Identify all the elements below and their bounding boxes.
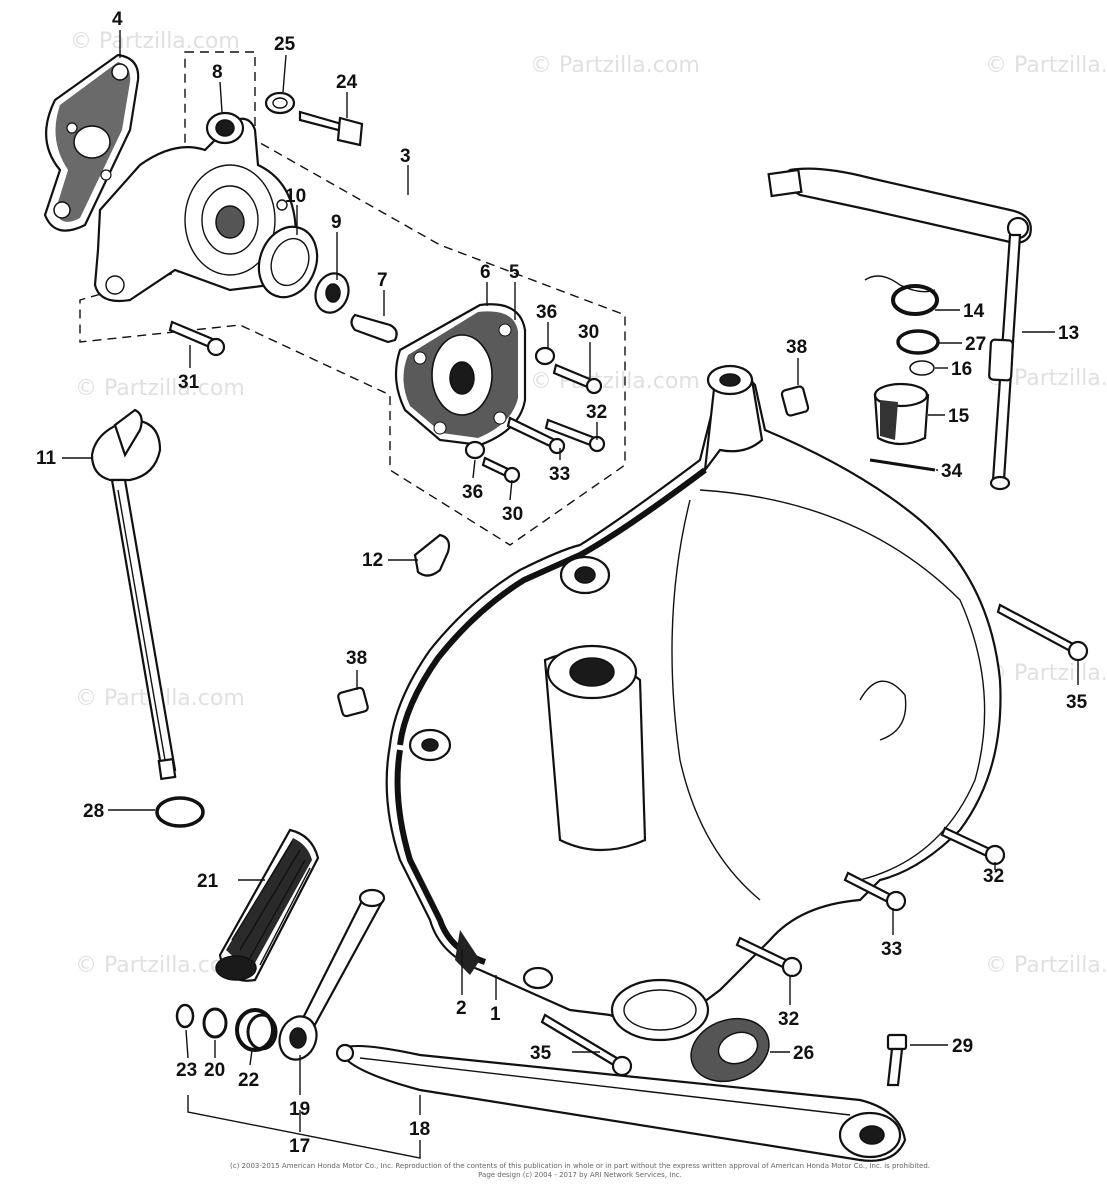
callout-14: 14 xyxy=(963,301,985,322)
shift-shaft-part-13 xyxy=(767,167,1032,491)
callout-38-lower: 38 xyxy=(346,648,367,669)
circlip-part-23 xyxy=(175,1003,195,1029)
callout-2: 2 xyxy=(456,998,467,1019)
inner-rotor-part-9 xyxy=(314,272,350,314)
callout-29: 29 xyxy=(952,1036,973,1057)
dowel-pin-part-7 xyxy=(350,313,398,344)
bolt-part-32-right xyxy=(940,826,1006,866)
bolt-part-34 xyxy=(843,871,907,912)
dowel-pin-part-38-lower xyxy=(337,686,369,718)
callout-19: 19 xyxy=(289,1099,310,1120)
callout-15: 15 xyxy=(948,406,970,427)
callout-30-upper: 30 xyxy=(578,322,599,343)
washer-part-20 xyxy=(202,1007,228,1039)
callout-26: 26 xyxy=(793,1043,814,1064)
callout-22: 22 xyxy=(238,1070,259,1091)
kick-arm-part-18 xyxy=(335,1043,907,1162)
callout-7: 7 xyxy=(377,270,388,291)
watermark: © Partzilla.com xyxy=(75,376,245,401)
leader-lines xyxy=(62,30,1079,1115)
washer-part-16 xyxy=(909,360,935,376)
bolt-part-24 xyxy=(298,110,364,147)
callout-28: 28 xyxy=(83,801,104,822)
callout-32-right: 32 xyxy=(983,866,1004,887)
watermark: © Partzilla.com xyxy=(530,53,700,78)
bolt-part-35-lower xyxy=(540,1013,633,1077)
spring-part-14 xyxy=(864,275,939,316)
watermark: © Partzilla.com xyxy=(985,953,1107,978)
callout-labels: 4 8 25 24 3 10 9 7 6 5 36 30 32 33 30 36… xyxy=(36,9,1088,1157)
callout-32-lower: 32 xyxy=(778,1009,799,1030)
bolt-part-35-right xyxy=(996,603,1089,662)
callout-38-upper: 38 xyxy=(786,337,807,358)
washer-part-36-upper xyxy=(534,346,556,366)
collar-part-15 xyxy=(873,382,930,446)
callout-1: 1 xyxy=(490,1004,501,1025)
oil-seal-part-26 xyxy=(690,1017,770,1083)
callout-37: 34 xyxy=(941,461,963,482)
washer-hole xyxy=(272,97,288,109)
screw-part-30-upper xyxy=(552,363,603,395)
callout-12: 12 xyxy=(362,550,383,571)
callout-33-lower: 33 xyxy=(549,464,570,485)
screw-part-31 xyxy=(168,320,226,357)
spring-part-22 xyxy=(235,1008,278,1052)
pin-part-37 xyxy=(869,458,936,472)
callout-24: 24 xyxy=(336,72,358,93)
outer-rotor-part-10 xyxy=(257,225,319,299)
watermark: © Partzilla.com xyxy=(985,661,1107,686)
callout-4: 4 xyxy=(112,9,123,30)
screw-part-30-lower xyxy=(481,456,521,484)
crankcase-cover-part-1 xyxy=(385,364,1002,1042)
callout-13: 13 xyxy=(1058,323,1079,344)
callout-17: 17 xyxy=(289,1136,310,1157)
watermark: © Partzilla.com xyxy=(70,29,240,54)
callout-27: 27 xyxy=(965,334,986,355)
callout-18: 18 xyxy=(409,1119,430,1140)
gasket-part-4 xyxy=(43,53,140,232)
callout-23: 23 xyxy=(176,1060,197,1081)
watermark: © Partzilla.com xyxy=(985,53,1107,78)
callout-9: 9 xyxy=(331,212,342,233)
callout-21: 21 xyxy=(197,871,219,892)
callout-10: 10 xyxy=(285,186,306,207)
callout-34: 33 xyxy=(881,939,902,960)
callout-5: 5 xyxy=(509,262,520,283)
bolt-part-29 xyxy=(886,1033,908,1087)
callout-35-lower: 35 xyxy=(530,1043,552,1064)
copyright-line-1: (c) 2003-2015 American Honda Motor Co., … xyxy=(230,1162,930,1170)
washer-part-25 xyxy=(264,91,296,115)
callout-36-lower: 36 xyxy=(462,482,483,503)
callout-30-lower: 30 xyxy=(502,504,523,525)
spring-part-21 xyxy=(215,828,320,982)
dipstick-part-11 xyxy=(90,408,177,781)
bolt-part-32-lower xyxy=(735,936,803,978)
oil-pump-body-part-8 xyxy=(93,111,297,303)
washer-part-36-lower xyxy=(464,440,486,460)
o-ring-part-28 xyxy=(155,796,205,828)
copyright-notice: (c) 2003-2015 American Honda Motor Co., … xyxy=(200,1162,960,1180)
copyright-line-2: Page design (c) 2004 - 2017 by ARI Netwo… xyxy=(478,1171,682,1179)
o-ring-part-27 xyxy=(896,329,940,355)
kit-bracket-part-17 xyxy=(187,1095,421,1159)
callout-36-upper: 36 xyxy=(536,302,557,323)
callout-20: 20 xyxy=(204,1060,225,1081)
callout-6: 6 xyxy=(480,262,491,283)
dowel-pin-part-38-upper xyxy=(780,385,810,417)
callout-11: 11 xyxy=(36,448,57,469)
callout-8: 8 xyxy=(212,62,223,83)
callout-33-upper: 32 xyxy=(586,402,607,423)
pump-cover-part-5 xyxy=(394,303,527,447)
callout-25: 25 xyxy=(274,34,296,55)
screw-part-33-upper xyxy=(544,418,606,453)
callout-3: 3 xyxy=(400,146,411,167)
bracket-part-12 xyxy=(413,533,451,577)
callout-31: 31 xyxy=(178,372,200,393)
kick-shaft-part-19 xyxy=(278,888,386,1061)
callout-35-right: 35 xyxy=(1066,692,1088,713)
callout-16: 16 xyxy=(951,359,972,380)
